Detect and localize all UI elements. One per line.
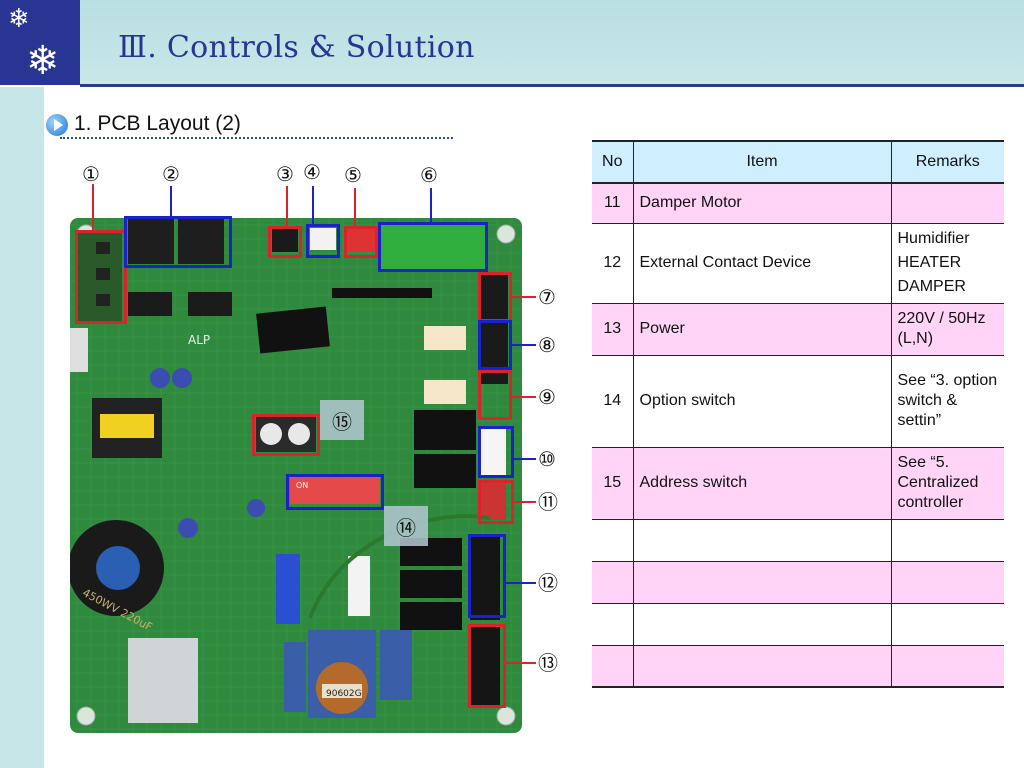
- cell-no: [592, 561, 634, 604]
- callout-3: ③: [276, 162, 294, 186]
- cell-no: 14: [592, 355, 634, 448]
- play-bullet-icon: [46, 114, 68, 136]
- callout-11: ⑪: [538, 490, 558, 514]
- highlight-6-terminal-block: [378, 222, 488, 272]
- cell-no: [592, 603, 634, 646]
- callout-13: ⑬: [538, 651, 558, 675]
- callout-line-12: [506, 582, 536, 584]
- cell-item: External Contact Device: [633, 223, 892, 304]
- table-row: [592, 603, 1004, 646]
- cell-no: 12: [592, 223, 634, 304]
- cell-remarks: Humidifier HEATER DAMPER: [891, 223, 1004, 304]
- callout-line-3: [286, 186, 288, 226]
- cell-remarks: [891, 561, 1004, 604]
- table-row: [592, 561, 1004, 604]
- highlight-9-terminal: [478, 370, 512, 420]
- highlight-15-address-switch: [252, 414, 320, 456]
- callout-7: ⑦: [538, 285, 556, 309]
- cell-no: [592, 645, 634, 688]
- callout-10: ⑩: [538, 447, 556, 471]
- spec-table: No Item Remarks 11 Damper Motor 12 Exter…: [592, 140, 1004, 688]
- cell-remarks: [891, 603, 1004, 646]
- cell-item: [633, 561, 892, 604]
- callout-12: ⑫: [538, 571, 558, 595]
- callout-line-2: [170, 186, 172, 216]
- callout-line-1: [92, 184, 94, 230]
- col-header-no: No: [592, 140, 634, 184]
- highlight-11-damper-connector: [478, 480, 514, 524]
- callout-line-6: [430, 188, 432, 222]
- left-strip: [0, 87, 44, 768]
- callout-line-5: [354, 188, 356, 226]
- callout-line-9: [512, 396, 536, 398]
- page-title: Ⅲ. Controls & Solution: [118, 30, 475, 65]
- callout-line-8: [512, 344, 536, 346]
- cell-item: Address switch: [633, 447, 892, 520]
- snowflake-icon: ❄: [8, 4, 30, 34]
- logo-block: ❄ ❄: [0, 0, 80, 85]
- highlight-10-connector: [478, 426, 514, 478]
- highlight-3-connector: [268, 226, 302, 258]
- callout-8: ⑧: [538, 333, 556, 357]
- table-row: 13 Power 220V / 50Hz (L,N): [592, 303, 1004, 356]
- cell-remarks: [891, 183, 1004, 224]
- callout-5: ⑤: [344, 163, 362, 187]
- highlight-7-terminal: [478, 272, 512, 322]
- cell-remarks: [891, 519, 1004, 562]
- cell-item: Option switch: [633, 355, 892, 448]
- table-row: 12 External Contact Device Humidifier HE…: [592, 223, 1004, 304]
- chip-label: ALP: [188, 333, 210, 347]
- callout-14: ⑭: [384, 506, 428, 546]
- callout-1: ①: [82, 162, 100, 186]
- callout-line-11: [514, 501, 536, 503]
- header-band: [80, 0, 1024, 85]
- cell-remarks: See “5. Centralized controller: [891, 447, 1004, 520]
- table-row: 15 Address switch See “5. Centralized co…: [592, 447, 1004, 520]
- cell-remarks: [891, 645, 1004, 688]
- cell-no: 15: [592, 447, 634, 520]
- callout-4: ④: [303, 160, 321, 184]
- table-row: [592, 645, 1004, 688]
- cell-no: 13: [592, 303, 634, 356]
- highlight-14-option-switch: [286, 474, 384, 510]
- table-row: [592, 519, 1004, 562]
- callout-line-13: [506, 662, 536, 664]
- cell-remarks: 220V / 50Hz (L,N): [891, 303, 1004, 356]
- col-header-item: Item: [633, 140, 892, 184]
- highlight-12-external-contact: [468, 534, 506, 618]
- highlight-4-connector: [306, 224, 340, 258]
- section-title: 1. PCB Layout (2): [74, 112, 241, 135]
- callout-6: ⑥: [420, 163, 438, 187]
- highlight-1-button-group: [75, 230, 127, 324]
- coil-label: 90602G: [326, 689, 362, 699]
- table-row: 11 Damper Motor: [592, 183, 1004, 224]
- highlight-2-display: [124, 216, 232, 268]
- cell-item: Damper Motor: [633, 183, 892, 224]
- dip-on-label: ON: [296, 481, 308, 490]
- callout-2: ②: [162, 162, 180, 186]
- cell-item: [633, 645, 892, 688]
- header-divider: [80, 84, 1024, 87]
- cell-no: 11: [592, 183, 634, 224]
- table-row: 14 Option switch See “3. option switch &…: [592, 355, 1004, 448]
- callout-15: ⑮: [320, 400, 364, 440]
- callout-line-4: [312, 186, 314, 224]
- cell-remarks: See “3. option switch & settin”: [891, 355, 1004, 448]
- cell-item: [633, 519, 892, 562]
- highlight-13-power-terminal: [468, 624, 506, 708]
- cell-item: Power: [633, 303, 892, 356]
- callout-line-7: [512, 296, 536, 298]
- cell-item: [633, 603, 892, 646]
- section-underline: [60, 137, 453, 139]
- table-header-row: No Item Remarks: [592, 140, 1004, 184]
- callout-9: ⑨: [538, 385, 556, 409]
- col-header-remarks: Remarks: [891, 140, 1004, 184]
- cell-no: [592, 519, 634, 562]
- highlight-5-connector: [344, 226, 378, 258]
- snowflake-icon: ❄: [26, 38, 60, 84]
- pcb-board-drawing: ALP 450WV 220uF 90602G: [70, 218, 522, 733]
- highlight-8-terminal: [478, 320, 512, 370]
- callout-line-10: [514, 458, 536, 460]
